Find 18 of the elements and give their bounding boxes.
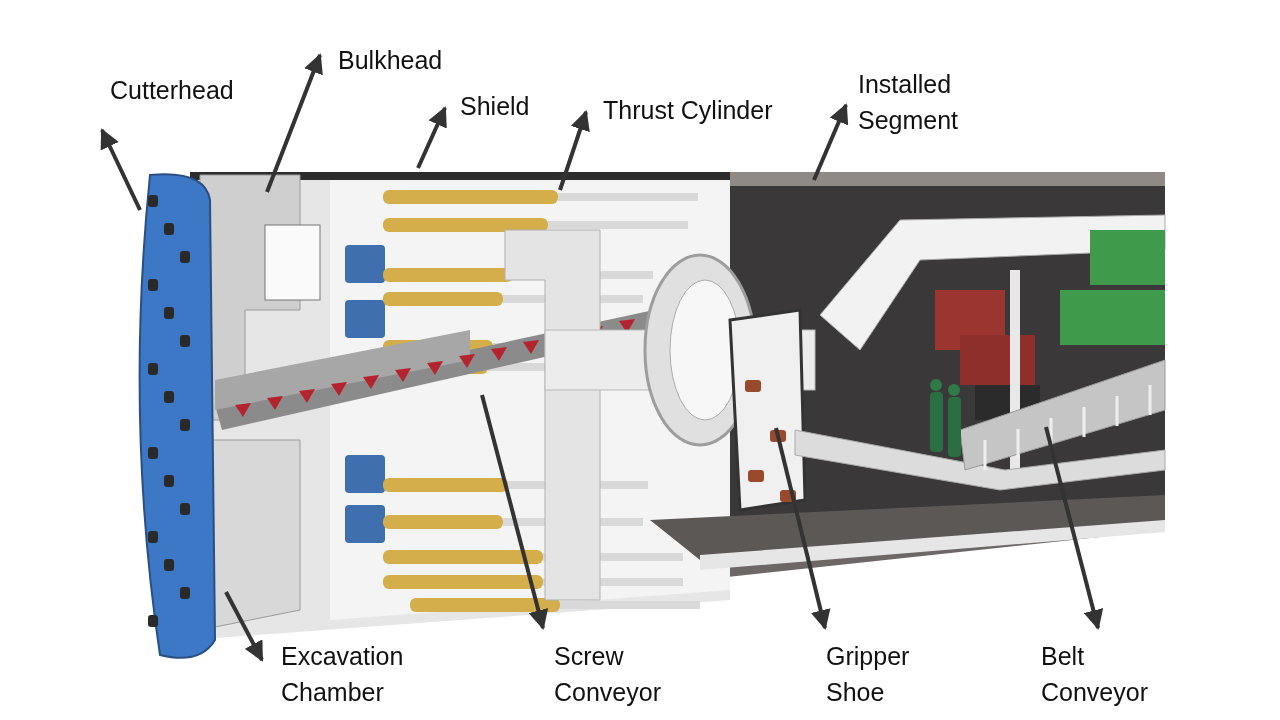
part-label: Thrust Cylinder [603, 92, 833, 128]
part-label: Cutterhead [110, 72, 280, 108]
leader-line [812, 103, 849, 181]
part-label: Screw Conveyor [554, 638, 684, 710]
part-label: Excavation Chamber [281, 638, 431, 710]
leader-line [1044, 426, 1104, 630]
leader-line [558, 110, 590, 191]
leader-line [100, 128, 142, 211]
part-label: Shield [460, 88, 580, 124]
leader-line [224, 591, 264, 662]
leader-line [480, 394, 549, 630]
leader-line [265, 53, 323, 193]
part-label: Gripper Shoe [826, 638, 936, 710]
leader-line [774, 427, 831, 630]
leader-line [416, 106, 447, 169]
part-label: Bulkhead [338, 42, 488, 78]
part-label: Installed Segment [858, 66, 983, 138]
part-label: Belt Conveyor [1041, 638, 1181, 710]
